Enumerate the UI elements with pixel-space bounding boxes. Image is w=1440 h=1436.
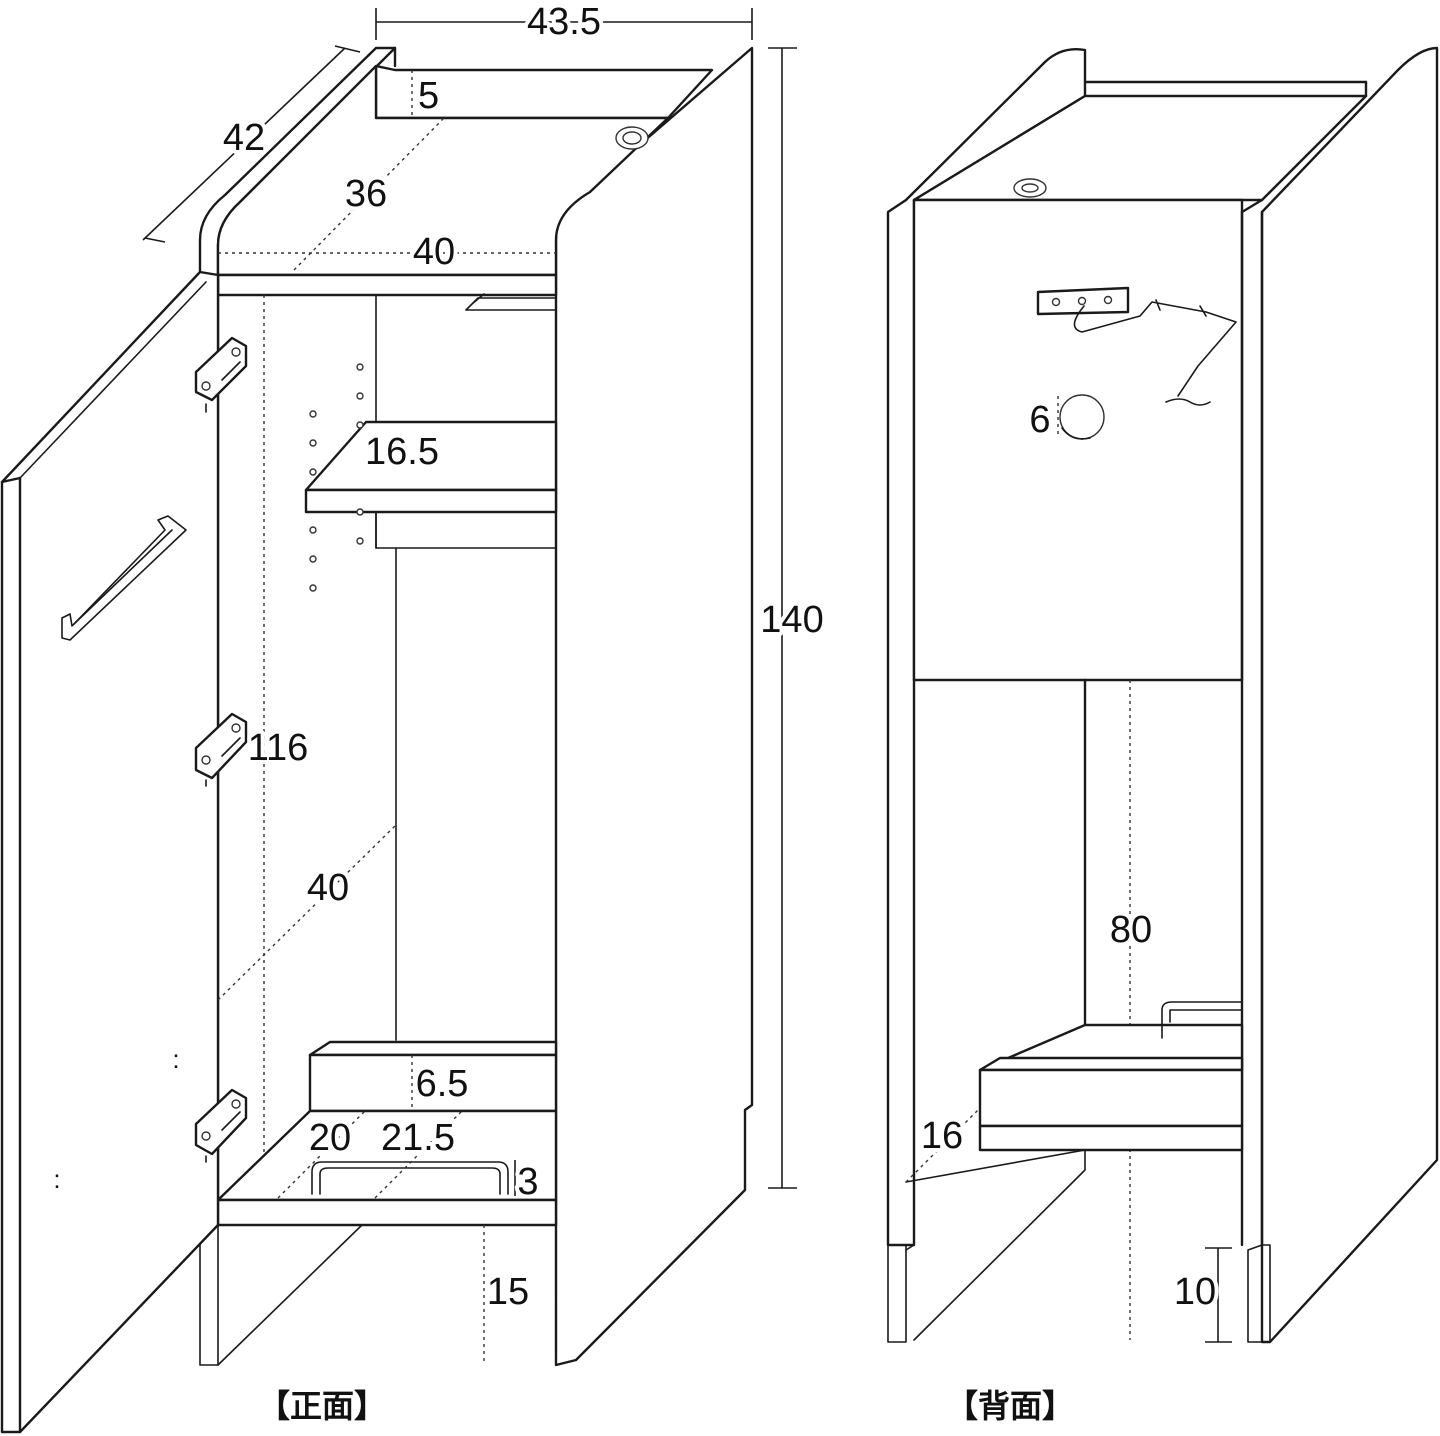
- back-dimension-labels: 6 80 16 10: [917, 395, 1220, 1317]
- back-power-cord: [1073, 299, 1237, 397]
- front-right-side-panel: [554, 46, 754, 1367]
- front-dim-base-height: 15: [487, 1271, 529, 1313]
- front-top-rail-bar: [465, 293, 557, 311]
- back-cable-grommet: [1013, 178, 1047, 198]
- back-view-caption: 【背面】: [946, 1387, 1074, 1425]
- front-top-surface: [216, 64, 670, 277]
- front-view-caption: 【正面】: [258, 1387, 386, 1425]
- front-colon-mark-2: :: [53, 1164, 60, 1194]
- front-dim-inner-width: 40: [413, 231, 455, 273]
- front-door-handle: [61, 515, 187, 641]
- back-power-strip: [1036, 286, 1237, 406]
- back-dimension-lines: [905, 396, 1232, 1343]
- back-view: 6 80 16 10 【背面】: [886, 46, 1439, 1425]
- front-colon-mark-1: :: [172, 1044, 179, 1074]
- front-dim-overall-width: 43.5: [527, 1, 601, 43]
- front-dim-inner-depth: 36: [345, 173, 387, 215]
- back-right-side-panel: [1260, 46, 1439, 1344]
- front-dim-overall-height: 140: [760, 599, 823, 641]
- front-dim-drawer-height: 6.5: [416, 1063, 469, 1105]
- front-dim-lower-depth: 40: [307, 867, 349, 909]
- front-hinge-bottom: [194, 1088, 248, 1163]
- back-dim-drawer-depth: 16: [921, 1115, 963, 1157]
- front-dim-drawer-width: 21.5: [381, 1117, 455, 1159]
- front-dim-overall-depth: 42: [223, 117, 265, 159]
- front-hinge-middle: [194, 712, 248, 787]
- front-shelf-pin-holes: [309, 363, 364, 592]
- back-drawer: [978, 1001, 1244, 1152]
- front-dim-handle-height: 3: [517, 1161, 538, 1203]
- back-drawer-handle: [1161, 1001, 1243, 1039]
- front-view: 43.5 42 140 5 36 40 16.5 116 40 6.5 20 2…: [0, 0, 828, 1434]
- front-hinge-top: [194, 336, 248, 413]
- front-cable-grommet: [615, 126, 649, 150]
- front-dim-drawer-depth: 20: [309, 1117, 351, 1159]
- back-dim-panel-opening-height: 80: [1110, 909, 1152, 951]
- back-dim-cable-hole-diameter: 6: [1029, 399, 1050, 441]
- front-open-door: [0, 270, 220, 1434]
- front-drawer: [216, 1040, 558, 1227]
- front-dim-shelf-gap: 16.5: [365, 431, 439, 473]
- back-dim-base-height: 10: [1174, 1271, 1216, 1313]
- front-drawer-handle: [311, 1161, 509, 1195]
- front-dim-inner-height: 116: [248, 727, 309, 769]
- front-top-board: [216, 273, 558, 297]
- back-cable-hole: [1059, 394, 1105, 440]
- front-shelf: [304, 420, 558, 549]
- back-panel-board: [912, 198, 1244, 682]
- front-dimension-lines: [142, 8, 797, 1365]
- front-dim-top-shelf-height: 5: [418, 75, 439, 117]
- front-dimension-labels: 43.5 42 140 5 36 40 16.5 116 40 6.5 20 2…: [53, 0, 827, 1317]
